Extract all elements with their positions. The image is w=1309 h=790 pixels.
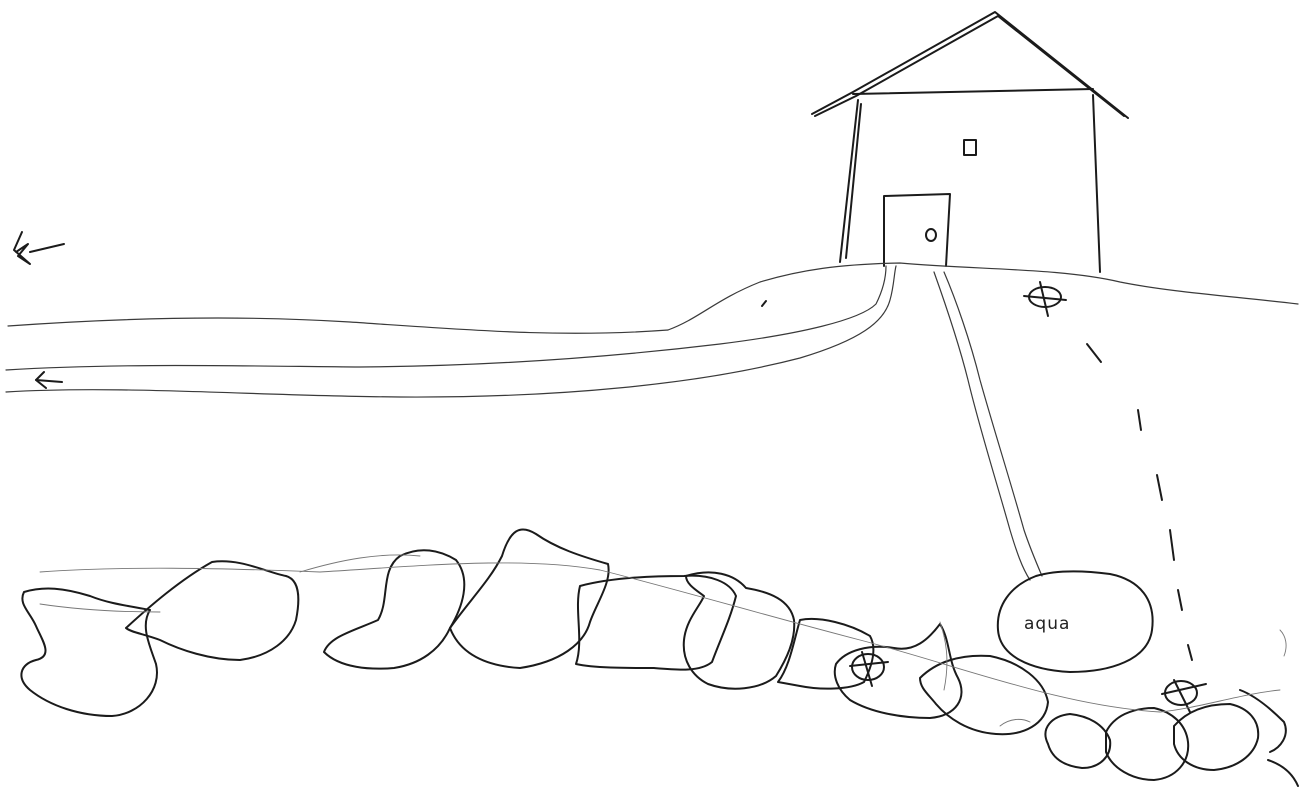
hill-ground-line xyxy=(668,263,1298,330)
boulder-label: aqua xyxy=(1024,614,1070,634)
walkway xyxy=(934,272,1042,580)
house-left-wall xyxy=(840,100,861,262)
house-right-wall xyxy=(1093,95,1100,272)
house-door xyxy=(884,194,950,266)
hill-mark xyxy=(762,301,766,306)
door-knob xyxy=(926,229,936,241)
house-window xyxy=(964,140,976,155)
house xyxy=(812,12,1128,272)
house-eave xyxy=(853,89,1093,94)
dashed-line xyxy=(1087,344,1192,660)
crosshair-marker-shore-right xyxy=(1162,680,1206,712)
faint-guide-lines xyxy=(40,555,1286,726)
arrow-left-icon xyxy=(14,232,64,264)
crosshair-marker-hill xyxy=(1024,282,1066,316)
arrow-left-icon xyxy=(36,372,62,388)
road xyxy=(6,266,896,397)
stone-wall xyxy=(21,529,1298,786)
house-roof xyxy=(812,12,1128,118)
labelled-boulder: aqua xyxy=(998,571,1153,672)
